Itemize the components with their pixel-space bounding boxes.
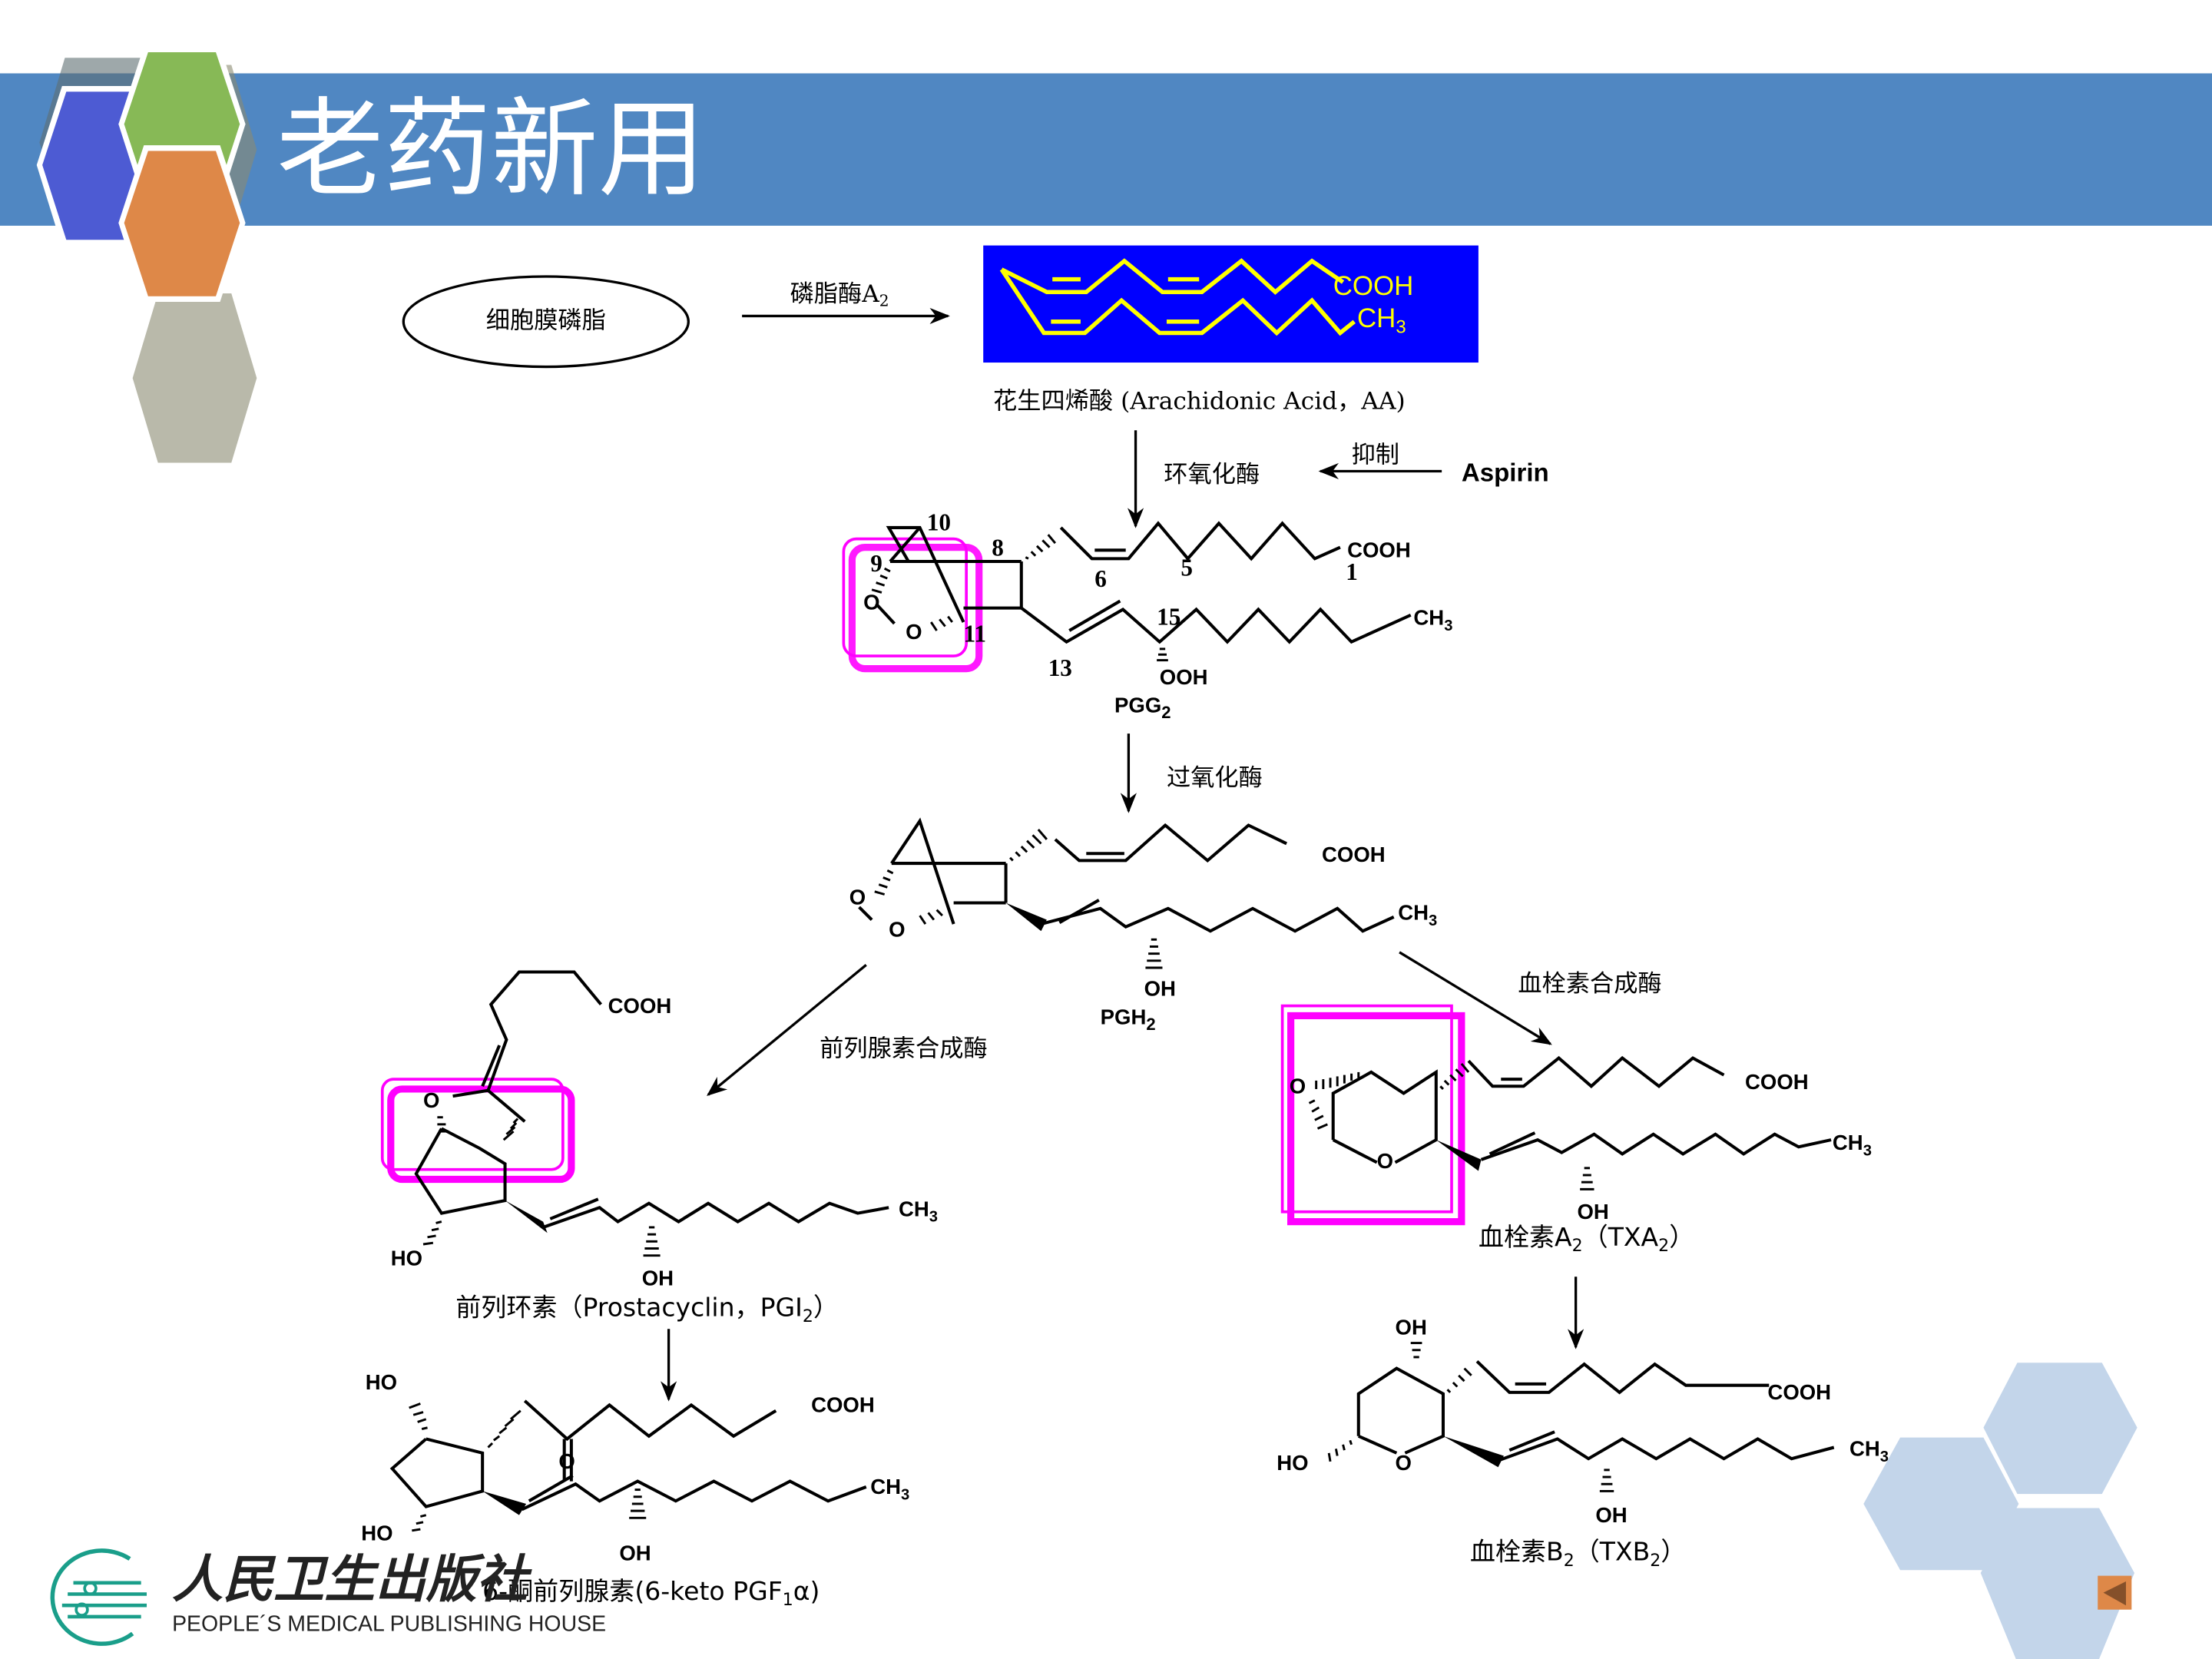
publisher-logo: 人民卫生出版社 PEOPLE´S MEDICAL PUBLISHING HOUS… (50, 1548, 606, 1646)
pgi2-cooh: COOH (608, 994, 672, 1018)
keto-oh: OH (619, 1541, 651, 1565)
txa2-o2: O (1377, 1149, 1393, 1173)
pgg2-c13: 13 (1048, 654, 1072, 681)
hex-orange (124, 151, 240, 296)
txb2-o: O (1396, 1451, 1412, 1475)
pgh2-ch3: CH3 (1398, 901, 1437, 929)
pgh2-o2: O (889, 918, 905, 942)
triangle-left-icon (2103, 1581, 2126, 1606)
pgg2-c9: 9 (870, 550, 882, 577)
publisher-emblem-icon (50, 1548, 147, 1646)
aa-caption: 花生四烯酸 (Arachidonic Acid，AA) (993, 388, 1406, 416)
pgg2-ooh: OOH (1160, 665, 1208, 689)
hex-light-bottom (1980, 1508, 2134, 1659)
pgg2-highlight-box (842, 537, 968, 657)
keto-ch3: CH3 (870, 1475, 909, 1503)
decorative-hexagons (1863, 1363, 2137, 1659)
pgh2-cooh: COOH (1322, 843, 1386, 866)
pgg2-o2: O (906, 620, 922, 644)
membrane-label: 细胞膜磷脂 (486, 306, 606, 334)
page-title: 老药新用 (276, 86, 705, 211)
publisher-name-cn: 人民卫生出版社 (172, 1549, 533, 1609)
aa-cooh: COOH (1333, 271, 1414, 301)
txa-synthase-arrow (1399, 951, 1552, 1045)
cox-label: 环氧化酶 (1164, 461, 1260, 488)
pgi-synthase-arrow (706, 964, 867, 1096)
pgg2-o1: O (863, 590, 879, 614)
pgg2-c5: 5 (1181, 554, 1193, 581)
txb2-ch3: CH3 (1849, 1437, 1889, 1465)
pgg2-name: PGG2 (1114, 694, 1171, 722)
txb2-structure: OH O HO COOH CH3 OH (1277, 1316, 1889, 1527)
pgh2-name: PGH2 (1101, 1005, 1156, 1033)
title-bar: 老药新用 (0, 46, 2212, 463)
txa2-structure: O O COOH CH3 OH (1280, 1004, 1872, 1226)
hex-light-top (1983, 1363, 2137, 1495)
pgi2-caption: 前列环素（Prostacyclin，PGI2） (455, 1293, 839, 1326)
pgh2-o1: O (849, 885, 866, 909)
pgg2-c11: 11 (963, 621, 986, 647)
peroxidase-label: 过氧化酶 (1167, 764, 1263, 792)
pgi-synthase-label: 前列腺素合成酶 (820, 1035, 988, 1063)
keto-cooh: COOH (811, 1393, 875, 1417)
arachidonic-acid-structure: COOH CH3 (983, 245, 1479, 363)
pgg2-c15: 15 (1157, 604, 1181, 631)
aa-box (983, 245, 1479, 363)
nav-back-button[interactable] (2098, 1575, 2132, 1610)
pla2-label: 磷脂酶A2 (790, 280, 889, 310)
inhibit-label: 抑制 (1352, 441, 1399, 469)
hexagon-logo-icon (36, 46, 257, 463)
txb2-ho: HO (1277, 1451, 1308, 1475)
pgg2-ch3: CH3 (1413, 606, 1452, 634)
txa2-oh: OH (1577, 1200, 1608, 1224)
keto-ho2: HO (361, 1522, 392, 1545)
pgg2-c10: 10 (927, 509, 951, 536)
pgg2-c8: 8 (992, 535, 1004, 561)
txa-synthase-label: 血栓素合成酶 (1518, 970, 1661, 998)
pgg2-structure: O O 10 9 8 6 5 1 11 13 15 COOH CH3 OOH P… (842, 509, 1452, 722)
txb2-caption: 血栓素B2（TXB2） (1470, 1536, 1686, 1570)
txa2-cooh: COOH (1745, 1070, 1809, 1094)
keto-o: O (558, 1449, 575, 1473)
pgg2-c6: 6 (1094, 565, 1107, 592)
pgi2-o: O (423, 1088, 439, 1112)
pgh2-oh: OH (1144, 977, 1176, 1001)
txb2-cooh: COOH (1767, 1380, 1831, 1404)
title-bar-background (0, 73, 2212, 226)
pgi2-highlight-box (380, 1078, 565, 1171)
pgg2-c1: 1 (1346, 558, 1358, 585)
pgi2-ho: HO (391, 1247, 422, 1270)
txb2-oh1: OH (1396, 1316, 1427, 1339)
pgg2-cooh: COOH (1347, 538, 1411, 562)
pgh2-structure: O O COOH CH3 OH PGH2 (849, 817, 1437, 1034)
txa2-o1: O (1290, 1074, 1306, 1098)
txa2-ch3: CH3 (1833, 1131, 1872, 1159)
publisher-name-en: PEOPLE´S MEDICAL PUBLISHING HOUSE (172, 1611, 606, 1636)
txb2-oh2: OH (1595, 1503, 1627, 1527)
pgi2-structure: O COOH CH3 HO OH (380, 970, 938, 1290)
keto-caption: 6-酮前列腺素(6-keto PGF1α) (482, 1576, 820, 1610)
txa2-highlight-box (1280, 1004, 1453, 1214)
aa-ch3: CH3 (1357, 303, 1406, 337)
keto-ho1: HO (366, 1370, 397, 1394)
txa2-caption: 血栓素A2（TXA2） (1479, 1222, 1694, 1256)
pgi2-ch3: CH3 (899, 1197, 938, 1225)
keto-pgf1a-structure: HO O COOH CH3 HO OH (361, 1370, 909, 1565)
membrane-phospholipid-node: 细胞膜磷脂 (402, 275, 690, 369)
aspirin-label: Aspirin (1462, 459, 1549, 487)
hex-light-left (1863, 1437, 2019, 1571)
pgi2-oh: OH (642, 1266, 674, 1290)
